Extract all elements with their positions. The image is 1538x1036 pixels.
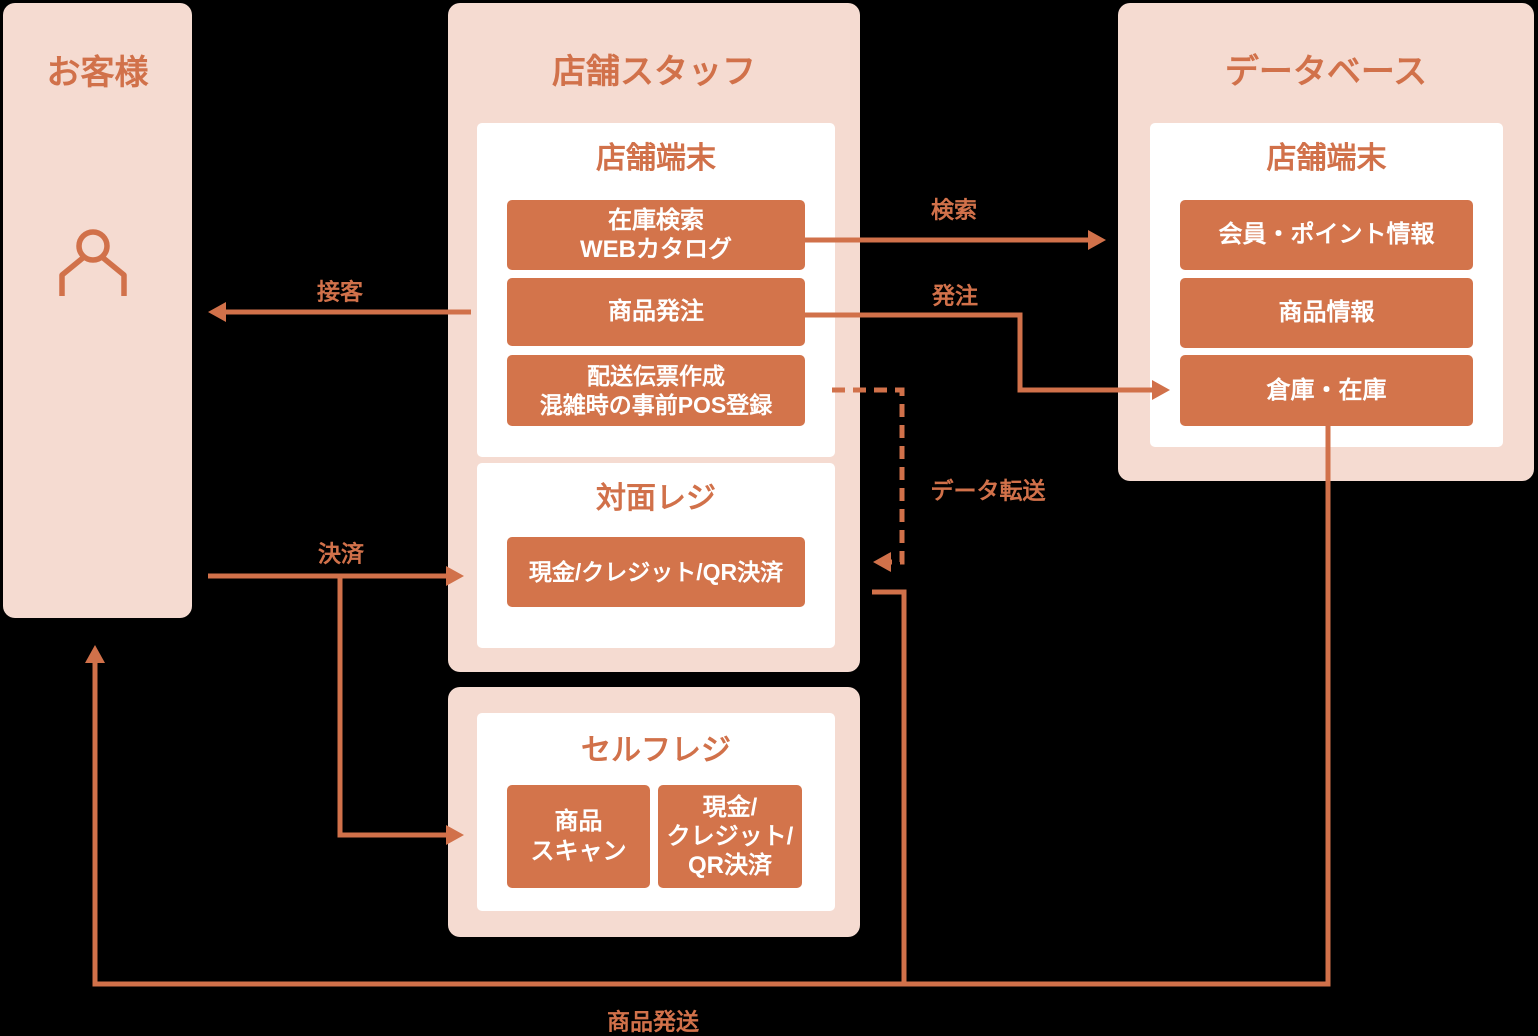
- line-register-to-bottom: [872, 589, 907, 984]
- store-terminal-panel: 店舗端末 在庫検索 WEBカタログ 商品発注 配送伝票作成 混雑時の事前POS登…: [477, 123, 835, 457]
- db-terminal-title: 店舗端末: [1266, 142, 1387, 175]
- store-terminal-title: 店舗端末: [596, 142, 716, 175]
- staff-title: 店舗スタッフ: [552, 53, 756, 91]
- product-info-button: 商品情報: [1180, 278, 1473, 348]
- arrow-data-transfer-head: [873, 552, 891, 572]
- inventory-search-line2: WEBカタログ: [580, 236, 732, 263]
- product-order-label: 商品発注: [608, 298, 704, 326]
- label-sekkyaku: 接客: [317, 278, 363, 305]
- inventory-search-button: 在庫検索 WEBカタログ: [507, 200, 805, 270]
- delivery-slip-button: 配送伝票作成 混雑時の事前POS登録: [507, 355, 805, 426]
- database-box: データベース 店舗端末 会員・ポイント情報 商品情報 倉庫・在庫: [1118, 3, 1534, 481]
- arrow-kensaku-head: [1088, 230, 1106, 250]
- product-scan-line2: スキャン: [530, 837, 627, 865]
- self-payment-line2: クレジット/: [666, 822, 794, 850]
- self-register-panel: セルフレジ 商品 スキャン 現金/ クレジット/ QR決済: [477, 713, 835, 911]
- product-info-label: 商品情報: [1278, 299, 1375, 327]
- self-payment-line1: 現金/: [702, 793, 758, 821]
- delivery-slip-line2: 混雑時の事前POS登録: [539, 391, 773, 418]
- label-kessai: 決済: [318, 540, 364, 567]
- database-title: データベース: [1224, 53, 1428, 91]
- product-scan-button: 商品 スキャン: [507, 785, 650, 888]
- self-register-title: セルフレジ: [581, 734, 731, 767]
- db-terminal-panel: 店舗端末 会員・ポイント情報 商品情報 倉庫・在庫: [1150, 123, 1503, 447]
- member-point-label: 会員・ポイント情報: [1218, 221, 1435, 249]
- product-order-button: 商品発注: [507, 278, 805, 346]
- warehouse-stock-button: 倉庫・在庫: [1180, 355, 1473, 426]
- label-kensaku: 検索: [931, 196, 977, 223]
- label-shipping: 商品発送: [607, 1008, 699, 1035]
- member-point-button: 会員・ポイント情報: [1180, 200, 1473, 270]
- face-register-title: 対面レジ: [596, 482, 716, 515]
- customer-title: お客様: [46, 54, 149, 92]
- customer-box: お客様: [3, 3, 192, 618]
- label-hacchu: 発注: [932, 282, 978, 309]
- inventory-search-line1: 在庫検索: [608, 206, 704, 234]
- face-register-payment-button: 現金/クレジット/QR決済: [507, 537, 805, 607]
- warehouse-stock-label: 倉庫・在庫: [1266, 376, 1387, 404]
- person-icon: [59, 229, 127, 296]
- face-register-payment-label: 現金/クレジット/QR決済: [528, 558, 784, 585]
- face-register-panel: 対面レジ 現金/クレジット/QR決済: [477, 463, 835, 648]
- self-payment-line3: QR決済: [688, 852, 772, 880]
- arrow-kessai-branch: [337, 576, 450, 838]
- staff-box: 店舗スタッフ 店舗端末 在庫検索 WEBカタログ 商品発注 配送伝票作成 混雑時…: [448, 3, 860, 672]
- self-register-box: セルフレジ 商品 スキャン 現金/ クレジット/ QR決済: [448, 687, 860, 937]
- arrow-sekkyaku-head: [208, 302, 226, 322]
- product-scan-line1: 商品: [554, 808, 603, 836]
- arrow-shipping-head: [85, 645, 105, 663]
- self-payment-button: 現金/ クレジット/ QR決済: [658, 785, 802, 888]
- delivery-slip-line1: 配送伝票作成: [587, 363, 725, 390]
- label-data-transfer: データ転送: [930, 477, 1046, 504]
